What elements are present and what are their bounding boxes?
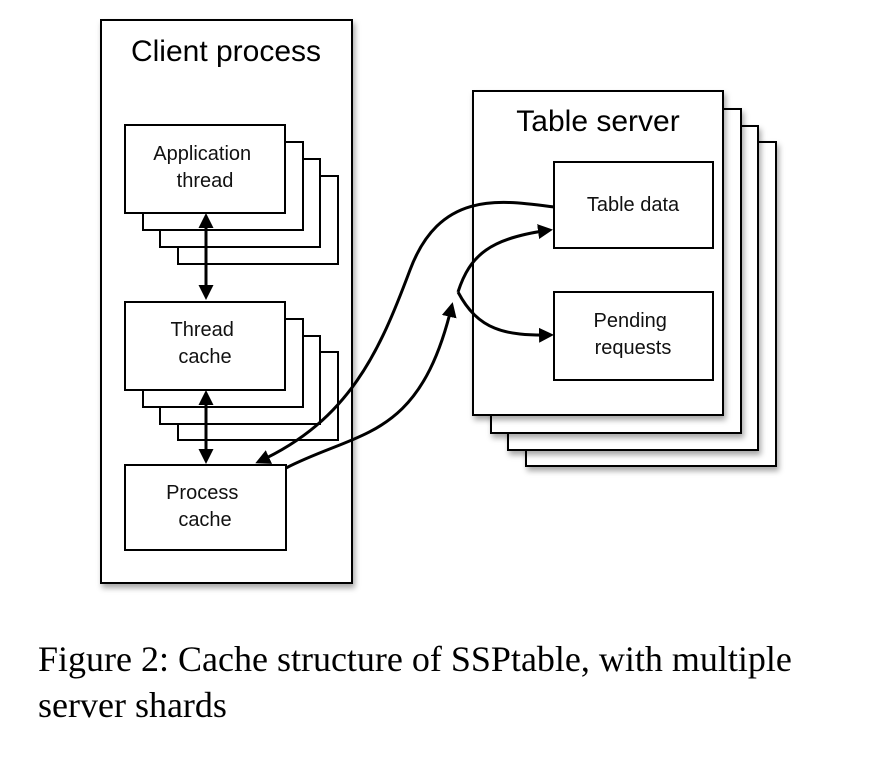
table-server-stack	[472, 90, 777, 467]
server-to-pending-requests-arrow	[456, 291, 554, 343]
figure-caption: Figure 2: Cache structure of SSPtable, w…	[38, 636, 858, 728]
process-cache-to-server-arrow	[285, 302, 457, 470]
application-thread-box	[124, 124, 286, 214]
process-cache-label: Process cache	[166, 482, 244, 531]
table-data-label: Table data	[587, 194, 680, 216]
process-cache-box	[124, 464, 287, 551]
pending-requests-box	[553, 291, 714, 381]
table-data-to-process-cache-arrow	[255, 200, 555, 464]
client-process-title: Client process	[131, 35, 321, 68]
table-server-title: Table server	[516, 105, 679, 138]
pending-requests-label: Pending requests	[594, 310, 673, 359]
figure-caption-text: Cache structure of SSPtable, with multip…	[38, 639, 792, 725]
application-thread-label: Application thread	[153, 143, 256, 192]
figure-caption-label: Figure 2:	[38, 639, 169, 679]
application-thread-stack: Application thread	[124, 124, 339, 265]
thread-cache-label: Thread cache	[171, 319, 240, 368]
server-to-table-data-arrow	[456, 224, 553, 293]
table-data-box	[553, 161, 714, 249]
